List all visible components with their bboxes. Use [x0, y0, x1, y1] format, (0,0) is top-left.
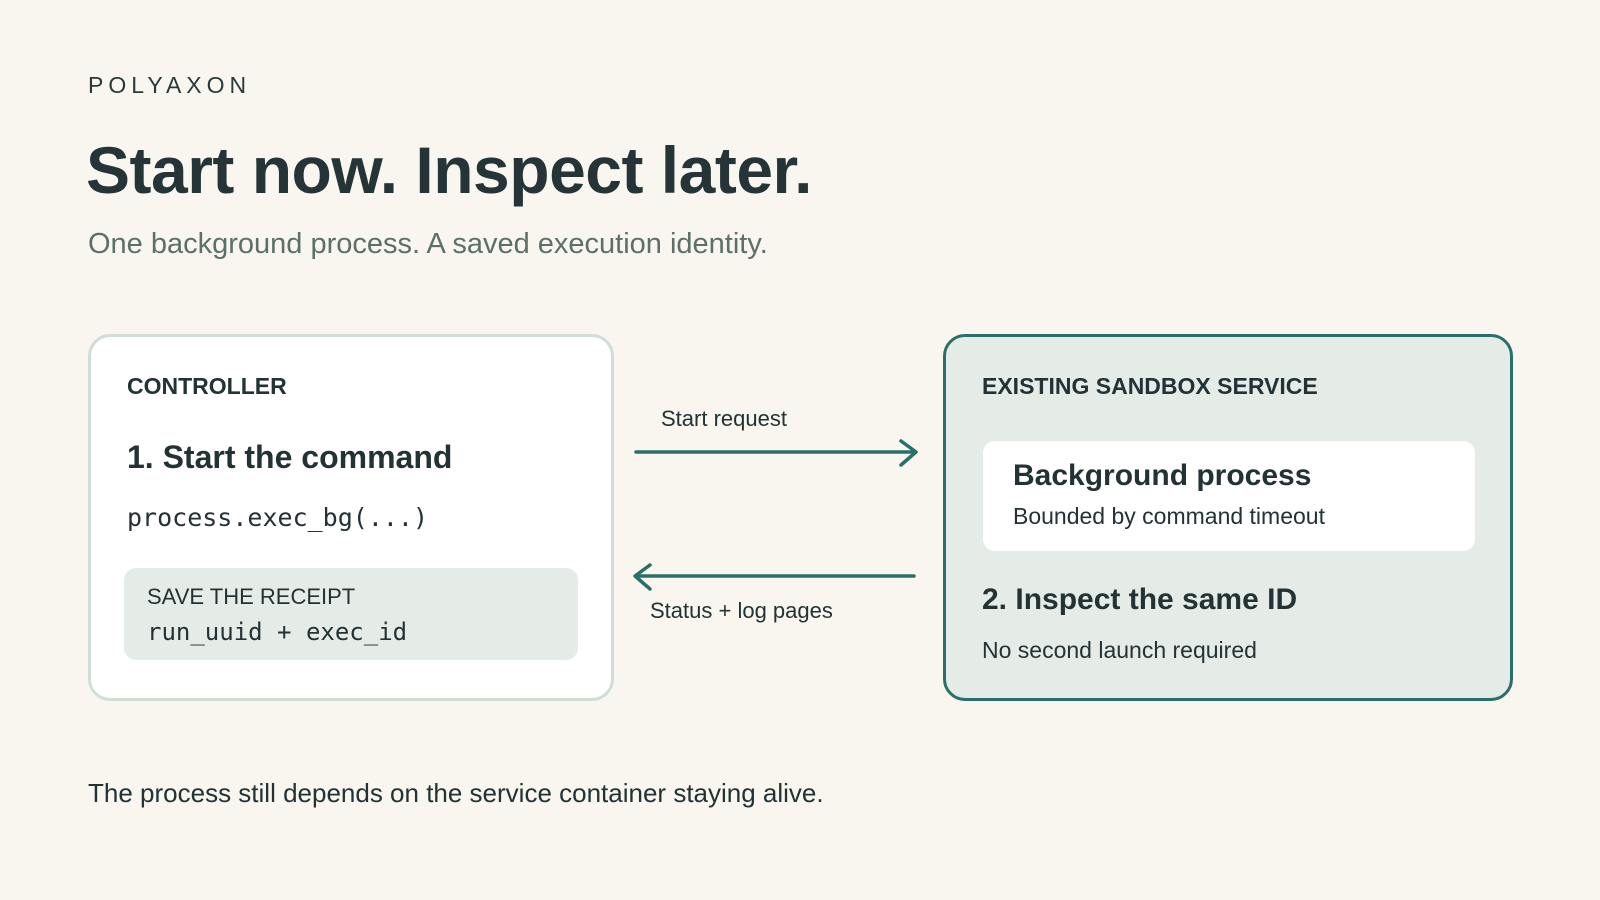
receipt-panel: SAVE THE RECEIPT run_uuid + exec_id [124, 568, 578, 660]
page-title: Start now. Inspect later. [86, 133, 812, 207]
exec-bg-code: process.exec_bg(...) [127, 503, 429, 532]
sandbox-service-label: EXISTING SANDBOX SERVICE [982, 373, 1318, 399]
background-process-subtitle: Bounded by command timeout [1013, 503, 1325, 529]
controller-label: CONTROLLER [127, 373, 287, 399]
start-command-step-title: 1. Start the command [127, 439, 453, 475]
receipt-label: SAVE THE RECEIPT [147, 584, 356, 609]
status-log-arrow [633, 563, 916, 591]
background-process-title: Background process [1013, 459, 1312, 492]
start-request-arrow [634, 439, 918, 467]
start-request-label: Start request [661, 406, 787, 431]
brand-wordmark: POLYAXON [88, 72, 252, 98]
footer-note: The process still depends on the service… [88, 778, 824, 808]
sandbox-service-card: EXISTING SANDBOX SERVICE Background proc… [943, 334, 1513, 701]
inspect-step-title: 2. Inspect the same ID [982, 583, 1298, 616]
page-subtitle: One background process. A saved executio… [88, 228, 768, 260]
controller-card: CONTROLLER 1. Start the command process.… [88, 334, 614, 701]
background-process-box: Background process Bounded by command ti… [983, 441, 1475, 551]
receipt-value: run_uuid + exec_id [147, 618, 408, 646]
inspect-step-note: No second launch required [982, 637, 1257, 663]
status-log-label: Status + log pages [650, 598, 833, 623]
